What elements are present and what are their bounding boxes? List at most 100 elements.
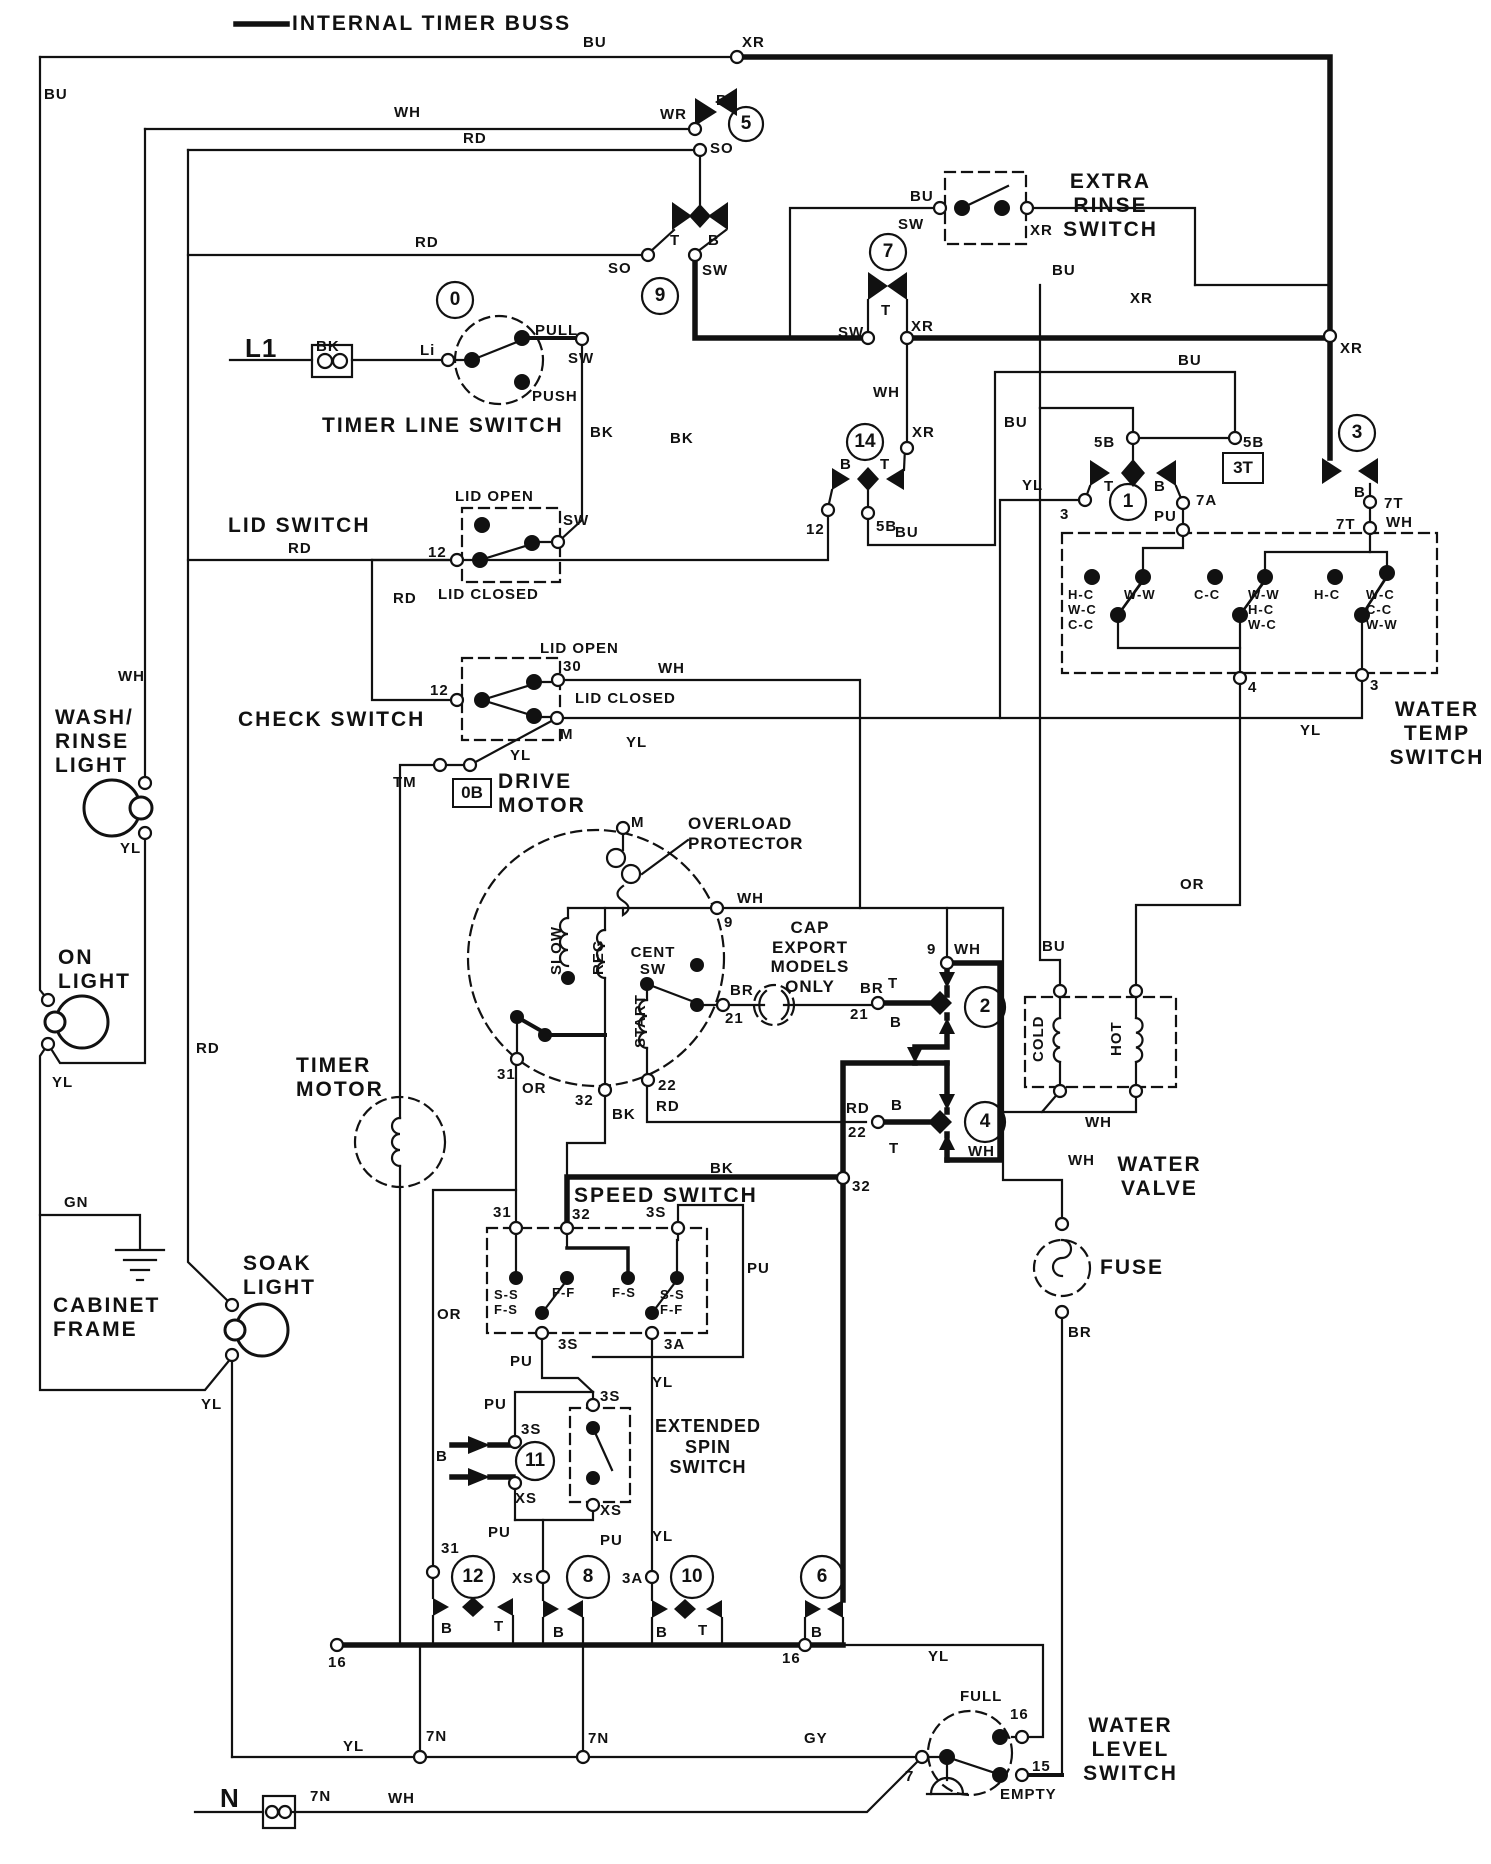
term-31: 31 <box>497 1066 516 1083</box>
fuse-element <box>1051 1238 1073 1278</box>
wire-pu: PU <box>484 1396 507 1413</box>
term-5b: 5B <box>1243 434 1265 451</box>
cam9-stem <box>695 228 728 254</box>
wire-rd: RD <box>196 1040 220 1057</box>
contact-b: B <box>708 232 720 249</box>
soak-light-label: SOAK LIGHT <box>243 1252 316 1300</box>
slow-winding-label: SLOW <box>548 926 565 975</box>
timer-motor-label: TIMER MOTOR <box>296 1054 384 1102</box>
contact-b: B <box>656 1624 668 1641</box>
wire-sw: SW <box>898 216 925 233</box>
term-12: 12 <box>806 521 825 538</box>
wire-bk: BK <box>316 338 340 355</box>
cam-number-10: 10 <box>681 1566 703 1587</box>
wire-pu: PU <box>747 1260 770 1277</box>
timer-line-switch-label: TIMER LINE SWITCH <box>322 414 564 437</box>
contact-t: T <box>698 1622 709 1639</box>
water-level-switch-label: WATER LEVEL SWITCH <box>1083 1714 1178 1786</box>
water-valve-label: WATER VALVE <box>1117 1153 1202 1201</box>
contact-b: B <box>436 1448 448 1465</box>
term-12: 12 <box>428 544 447 561</box>
node-tm: TM <box>393 774 417 791</box>
cam-number-14: 14 <box>854 431 876 452</box>
drive-motor-ref-box: 0B <box>452 778 492 808</box>
cam-number-3: 3 <box>1351 422 1363 443</box>
node-m: M <box>560 726 574 743</box>
push-label: PUSH <box>532 388 578 405</box>
reg-winding-label: REG <box>590 939 607 975</box>
contact-t: T <box>888 975 899 992</box>
cam-number-12: 12 <box>462 1566 484 1587</box>
term-4: 4 <box>1248 679 1258 696</box>
wire-yl: YL <box>201 1396 223 1413</box>
node-so: SO <box>710 140 734 157</box>
wires-thin <box>38 55 1389 1814</box>
node-li: Li <box>420 342 436 359</box>
cam-number-1: 1 <box>1122 491 1134 512</box>
contact-b: B <box>716 92 728 109</box>
wire-bu: BU <box>1052 262 1076 279</box>
wire-rd: RD <box>656 1098 680 1115</box>
hot-coil-label: HOT <box>1108 1021 1125 1056</box>
wire-gn: GN <box>64 1194 89 1211</box>
wire-wh: WH <box>394 104 421 121</box>
wire-yl: YL <box>343 1738 365 1755</box>
node-m: M <box>631 814 645 831</box>
ground-icon <box>114 1248 166 1282</box>
term-7t: 7T <box>1384 495 1404 512</box>
term-31: 31 <box>493 1204 512 1221</box>
contact-b: B <box>840 456 852 473</box>
lamp-icons <box>43 778 290 1358</box>
drive-motor-label: DRIVE MOTOR <box>498 770 586 818</box>
wire-yl: YL <box>652 1528 674 1545</box>
contact-t: T <box>889 1140 900 1157</box>
lid-open-label: LID OPEN <box>455 488 534 505</box>
wire-wh: WH <box>388 1790 415 1807</box>
term-7n: 7N <box>426 1728 448 1745</box>
wire-yl: YL <box>52 1074 74 1091</box>
wire-bu: BU <box>1042 938 1066 955</box>
full-label: FULL <box>960 1688 1003 1705</box>
term-32: 32 <box>575 1092 594 1109</box>
wire-sw: SW <box>563 512 590 529</box>
term-16: 16 <box>782 1650 801 1667</box>
wire-wh: WH <box>1068 1152 1095 1169</box>
wire-sw: SW <box>568 350 595 367</box>
temp-contact-group: C-C <box>1194 587 1221 602</box>
contact-b: B <box>441 1620 453 1637</box>
fuse-label: FUSE <box>1100 1256 1165 1279</box>
contact-t: T <box>494 1618 505 1635</box>
wire-rd: RD <box>415 234 439 251</box>
wire-rd: RD <box>288 540 312 557</box>
wire-pu: PU <box>510 1353 533 1370</box>
temp-contact-group: H-C W-C C-C <box>1068 587 1097 632</box>
wire-bk: BK <box>710 1160 734 1177</box>
term-16: 16 <box>1010 1706 1029 1723</box>
term-32: 32 <box>572 1206 591 1223</box>
ref-box-3t: 3T <box>1222 452 1264 484</box>
wire-bu: BU <box>44 86 68 103</box>
temp-contact-group: W-C C-C W-W <box>1366 587 1398 632</box>
wire-bk: BK <box>612 1106 636 1123</box>
wire-bk: BK <box>590 424 614 441</box>
term-3s: 3S <box>646 1204 667 1221</box>
wire-yl: YL <box>510 747 532 764</box>
check-switch-label: CHECK SWITCH <box>238 708 426 731</box>
wire-rd: RD <box>846 1100 870 1117</box>
wire-wh: WH <box>873 384 900 401</box>
node-xr: XR <box>912 424 935 441</box>
capacitor-icon <box>758 989 790 1021</box>
cam-number-9: 9 <box>654 285 666 306</box>
wire-wh: WH <box>968 1143 995 1160</box>
node-xr: XR <box>1130 290 1153 307</box>
wire-or: OR <box>1180 876 1205 893</box>
speed-switch-label: SPEED SWITCH <box>574 1184 758 1207</box>
wire-rd: RD <box>393 590 417 607</box>
cam-number-7: 7 <box>882 241 894 262</box>
term-15: 15 <box>1032 1758 1051 1775</box>
speed-contact-group: F-F <box>552 1285 576 1300</box>
cabinet-frame-label: CABINET FRAME <box>53 1294 161 1342</box>
term-3s: 3S <box>600 1388 621 1405</box>
